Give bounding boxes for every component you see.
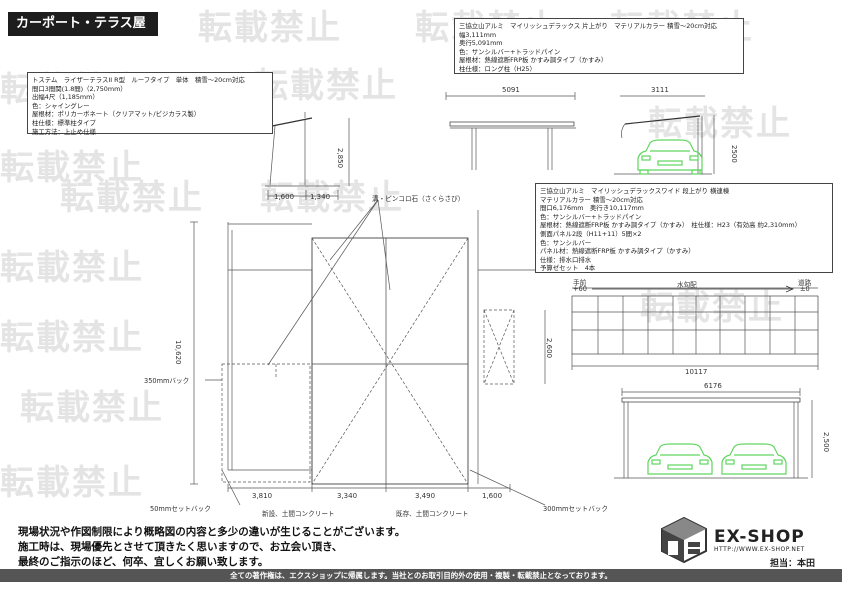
notice-line: 最終のご指示のほど、何卒、宜しくお願い致します。 bbox=[18, 556, 269, 568]
spec-line: 間口6,176mm 奥行き10,117mm bbox=[540, 204, 644, 213]
page-title: カーポート・テラス屋根 bbox=[8, 12, 158, 55]
watermark: 転載禁止 bbox=[0, 148, 144, 188]
spec-line: マテリアルカラー 積雪～20cm対応 bbox=[540, 195, 643, 204]
watermark: 転載禁止 bbox=[60, 178, 204, 218]
dim-bottom-3: 3,490 bbox=[415, 492, 436, 500]
dim-bottom-2: 3,340 bbox=[337, 492, 358, 500]
spec-line: 柱仕様：ロング柱（H25） bbox=[459, 64, 536, 73]
spec-line: 屋根材：熱線遮断FRP板 かすみ調タイプ（かすみ） 柱仕様：H23（有効高 約2… bbox=[540, 221, 802, 230]
spec-line: 奥行5,091mm bbox=[459, 39, 503, 48]
carport2-side-elevation bbox=[571, 287, 819, 370]
dim-side-height: 2,850 bbox=[336, 148, 344, 169]
dim-terrace-b: 1,340 bbox=[310, 193, 331, 201]
ex-shop-logo-icon bbox=[661, 516, 707, 564]
car-icon bbox=[721, 443, 787, 475]
dim-bottom-4: 1,600 bbox=[482, 492, 503, 500]
spec-box-carport2: 三協立山アルミ マイリッシュデラックスワイド 段上がり 横連棟 マテリアルカラー… bbox=[535, 183, 833, 273]
dim-right-mid: 2,600 bbox=[545, 338, 553, 359]
person-in-charge: 担当：本田 bbox=[770, 559, 816, 569]
watermark: 転載禁止 bbox=[20, 388, 164, 428]
spec-line: 施工方法：上止め仕様 bbox=[32, 127, 96, 136]
label-concrete-old: 既存、土間コンクリート bbox=[396, 510, 469, 518]
dim-wide-height: 2,500 bbox=[822, 432, 830, 453]
spec-line: トステム ライザーテラスII R型 ルーフタイプ 単体 積雪～20cm対応 bbox=[32, 76, 245, 84]
copyright-footer: 全ての著作権は、エクスショップに帰属します。当社とのお取引目的外の使用・複製・転… bbox=[0, 569, 842, 582]
spec-box-terrace: トステム ライザーテラスII R型 ルーフタイプ 単体 積雪～20cm対応 間口… bbox=[27, 72, 273, 136]
spec-line: 側面パネル2段（H11+11）5間×2 bbox=[540, 229, 642, 238]
spec-line: 柱仕様：標準柱タイプ bbox=[32, 118, 96, 127]
watermark: 転載禁止 bbox=[640, 288, 784, 328]
label-left-tag: 手前 bbox=[573, 279, 587, 287]
car-icon bbox=[647, 443, 713, 475]
spec-line: 予算ゼセット 4本 bbox=[540, 264, 596, 273]
dim-front-width: 3111 bbox=[651, 86, 669, 94]
watermark: 転載禁止 bbox=[0, 463, 144, 503]
spec-line: 三協立山アルミ マイリッシュデラックス 片上がり マテリアルカラー 積雪～20c… bbox=[459, 22, 717, 30]
label-concrete-new: 新設、土間コンクリート bbox=[262, 510, 335, 518]
spec-line: 色：サンシルバー bbox=[540, 238, 592, 247]
spec-line: 屋根材：ポリカーボネート（クリアマット/ビジカラス製） bbox=[32, 110, 201, 119]
label-setback300: 300mmセットバック bbox=[543, 505, 608, 513]
dim-terrace-a: 1,600 bbox=[274, 193, 295, 201]
site-plan bbox=[190, 199, 546, 506]
spec-line: 屋根材：熱線遮断FRP板 かすみ調タイプ（かすみ） bbox=[459, 56, 608, 65]
watermark: 転載禁止 bbox=[260, 178, 404, 218]
terrace-elevation bbox=[265, 112, 350, 200]
spec-line: 色：サンシルバー+トラッドパイン bbox=[459, 47, 561, 56]
spec-line: 色：サンシルバー+トラッドパイン bbox=[540, 212, 642, 221]
dim-plan-depth: 10,620 bbox=[174, 340, 182, 365]
dim-bottom-1: 3,810 bbox=[252, 492, 273, 500]
spec-box-carport1: 三協立山アルミ マイリッシュデラックス 片上がり マテリアルカラー 積雪～20c… bbox=[454, 18, 744, 74]
label-setback50: 50mmセットバック bbox=[150, 505, 211, 513]
label-drain: 水勾配 bbox=[677, 281, 697, 289]
label-setback350: 350mmバック bbox=[144, 377, 190, 385]
label-left-val: +60 bbox=[573, 285, 587, 293]
watermark: 転載禁止 bbox=[648, 104, 792, 144]
spec-line: 色：シャイングレー bbox=[32, 101, 90, 110]
spec-line: 三協立山アルミ マイリッシュデラックスワイド 段上がり 横連棟 bbox=[540, 187, 730, 195]
carport2-front-elevation bbox=[614, 388, 813, 479]
logo-url: HTTP://WWW.EX-SHOP.NET bbox=[714, 546, 805, 553]
watermark: 転載禁止 bbox=[198, 8, 342, 48]
logo-name: EX-SHOP bbox=[714, 527, 805, 547]
carport1-side-elevation bbox=[445, 92, 576, 170]
label-right-val: ±0 bbox=[800, 285, 810, 293]
dim-side-width: 5091 bbox=[502, 86, 520, 94]
label-gravel: 溝・ピンコロ石（さくらさび） bbox=[372, 195, 465, 203]
spec-line: 幅3,111mm bbox=[459, 30, 497, 39]
label-right-tag: 道路 bbox=[798, 279, 812, 287]
car-icon bbox=[637, 139, 703, 175]
watermark: 転載禁止 bbox=[0, 248, 144, 288]
spec-line: 仕様：排水口排水 bbox=[540, 255, 592, 264]
notice-line: 施工時は、現場優先とさせて頂きたく思いますので、お立会い頂き、 bbox=[18, 541, 343, 553]
dim-long-width: 10117 bbox=[685, 368, 708, 376]
dim-wide-width: 6176 bbox=[704, 382, 722, 390]
notice-text: 現場状況や作図制限により概略図の内容と多少の違いが生じることがございます。 施工… bbox=[18, 525, 405, 570]
spec-line: パネル材：熱線遮断FRP板 かすみ調タイプ（かすみ） bbox=[540, 247, 695, 256]
carport1-front-elevation bbox=[614, 95, 715, 175]
notice-line: 現場状況や作図制限により概略図の内容と多少の違いが生じることがございます。 bbox=[18, 526, 406, 538]
spec-line: 間口3間関(1.8間)（2,750mm） bbox=[32, 84, 127, 93]
watermark: 転載禁止 bbox=[0, 318, 144, 358]
spec-line: 出幅4尺（1,185mm） bbox=[32, 93, 99, 102]
watermark: 転載禁止 bbox=[254, 66, 398, 106]
dim-front-height: 2500 bbox=[730, 145, 738, 163]
